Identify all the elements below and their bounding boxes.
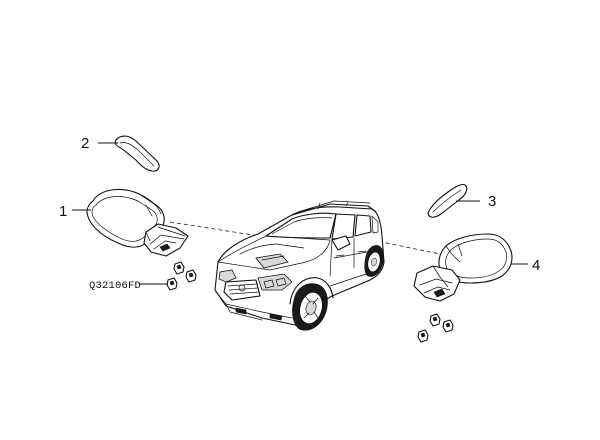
nut-right-2	[442, 319, 454, 333]
nut-right-1	[429, 313, 441, 327]
nut-left-2	[185, 269, 197, 283]
front-wheel	[292, 283, 328, 331]
part-code-label: Q32106FD	[89, 280, 141, 292]
callout-labels: 2 1 3 4 Q32106FD	[59, 135, 540, 292]
nut-left-3	[166, 277, 178, 291]
callout-4: 4	[532, 257, 540, 274]
mirror-right	[413, 233, 513, 302]
callout-2: 2	[81, 135, 89, 152]
callout-1: 1	[59, 203, 67, 220]
leader-lines	[72, 142, 528, 285]
vehicle-illustration	[214, 200, 385, 331]
nut-right-3	[417, 329, 429, 343]
dash-line-right	[371, 239, 441, 255]
nut-left-1	[173, 261, 185, 275]
callout-3: 3	[488, 193, 496, 210]
trim-strip-right	[427, 183, 468, 218]
mirror-left	[86, 188, 189, 257]
fastener-cluster-left	[166, 261, 197, 291]
trim-strip-left	[114, 135, 160, 172]
fastener-cluster-right	[417, 313, 454, 343]
rear-wheel	[364, 245, 384, 277]
